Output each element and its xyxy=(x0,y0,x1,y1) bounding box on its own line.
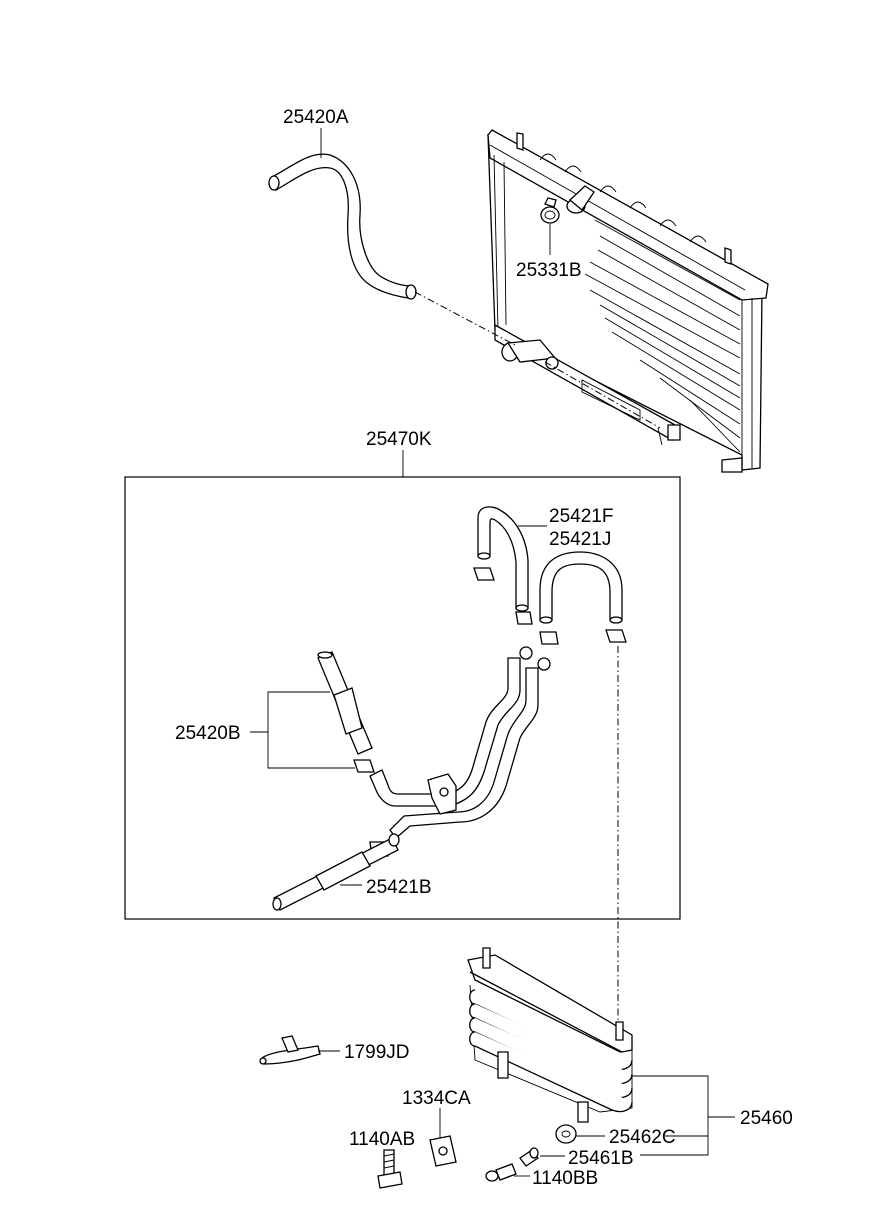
bolt-ab[interactable] xyxy=(377,1149,403,1189)
label-hose-421b: 25421B xyxy=(366,877,432,898)
label-hose-f: 25421F xyxy=(549,506,613,527)
oil-cooler[interactable] xyxy=(467,947,633,1123)
radiator[interactable] xyxy=(487,129,769,473)
collar[interactable] xyxy=(519,1147,539,1167)
bolt-bb[interactable] xyxy=(485,1163,517,1182)
label-grommet: 25462C xyxy=(609,1127,676,1148)
label-hose-j: 25421J xyxy=(549,529,611,550)
label-upper-clamp: 25331B xyxy=(516,260,582,281)
tube-assembly-box xyxy=(124,476,681,920)
leader-hose-b xyxy=(250,691,355,769)
upper-hose[interactable] xyxy=(268,153,417,300)
label-tube-assembly: 25470K xyxy=(366,429,432,450)
label-bracket: 1334CA xyxy=(402,1088,471,1109)
hose-f[interactable] xyxy=(477,506,529,612)
label-clip: 1799JD xyxy=(344,1042,410,1063)
radiator-fins xyxy=(584,219,741,453)
clip[interactable] xyxy=(259,1035,321,1065)
hose-b[interactable] xyxy=(317,651,373,755)
metal-tubes[interactable] xyxy=(369,646,551,839)
label-bolt-ab: 1140AB xyxy=(349,1129,415,1150)
label-upper-hose: 25420A xyxy=(283,107,349,128)
grommet[interactable] xyxy=(555,1124,577,1144)
hose-j[interactable] xyxy=(539,551,623,624)
label-cooler: 25460 xyxy=(740,1108,793,1129)
bracket[interactable] xyxy=(429,1135,457,1167)
leader-cooler xyxy=(632,1075,735,1156)
label-hose-b: 25420B xyxy=(175,723,241,744)
label-collar: 25461B xyxy=(568,1148,634,1169)
clamp-small[interactable] xyxy=(353,567,627,857)
upper-clamp[interactable] xyxy=(540,197,560,224)
label-bolt-bb: 1140BB xyxy=(532,1168,598,1189)
hose-421b[interactable] xyxy=(272,833,400,911)
dash-upper-hose xyxy=(414,291,516,346)
